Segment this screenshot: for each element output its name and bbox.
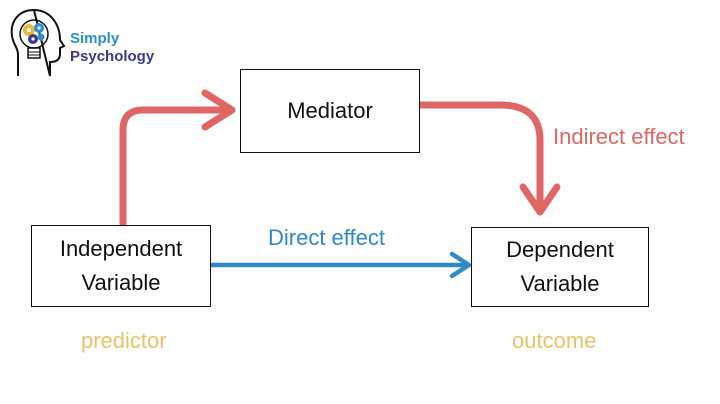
direct-effect-label: Direct effect <box>268 225 385 250</box>
mediator-box: Mediator <box>240 69 420 153</box>
independent-variable-box: Independent Variable <box>31 225 211 307</box>
outcome-label: outcome <box>512 328 597 353</box>
dependent-variable-line1: Dependent <box>506 236 614 262</box>
indirect-path-iv-to-mediator <box>119 106 234 228</box>
independent-variable-line2: Variable <box>81 270 161 295</box>
dependent-variable-box: Dependent Variable <box>471 227 649 307</box>
dependent-variable-line2: Variable <box>520 271 600 296</box>
independent-variable-line1: Independent <box>59 235 183 261</box>
indirect-effect-label: Indirect effect <box>553 124 685 149</box>
indirect-arrowhead-dv <box>519 183 561 216</box>
mediator-label: Mediator <box>287 97 373 123</box>
direct-arrowhead-dv <box>449 251 472 279</box>
indirect-path-mediator-to-dv <box>416 101 544 214</box>
simply-psychology-logo: Simply Psychology <box>4 4 174 88</box>
indirect-arrowhead-mediator <box>201 89 236 131</box>
head-gears-icon <box>10 8 66 77</box>
predictor-label: predictor <box>81 328 167 353</box>
logo-text-simply: Simply <box>70 30 120 47</box>
logo-text-psychology: Psychology <box>70 48 155 65</box>
